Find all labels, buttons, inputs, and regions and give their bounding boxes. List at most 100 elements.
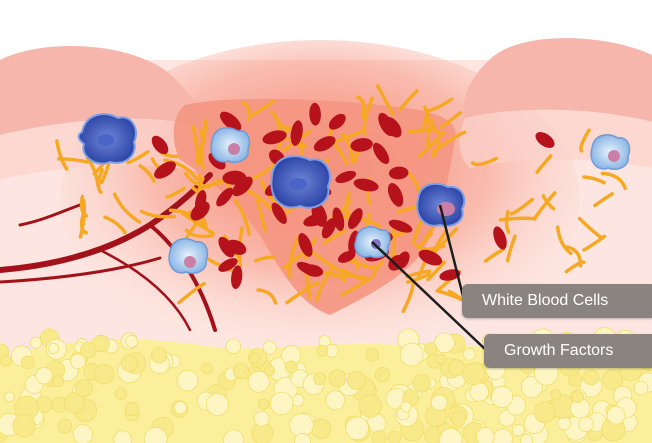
growth-factor-fiber bbox=[285, 281, 321, 305]
growth-factor-fiber bbox=[168, 208, 205, 227]
fat-globule bbox=[80, 342, 97, 359]
fat-globules bbox=[0, 327, 652, 443]
red-blood-cell bbox=[216, 187, 234, 207]
growth-factor-fiber bbox=[425, 97, 454, 113]
growth-factor-fiber bbox=[250, 99, 276, 117]
fat-globule bbox=[310, 418, 332, 440]
fat-globule bbox=[387, 430, 402, 443]
fat-globule bbox=[434, 332, 455, 354]
fat-globule bbox=[29, 336, 42, 349]
red-blood-cell bbox=[347, 208, 363, 230]
fat-globule bbox=[371, 430, 387, 443]
red-blood-cell bbox=[335, 170, 357, 183]
red-blood-cell bbox=[332, 207, 345, 232]
fat-globule bbox=[606, 406, 626, 425]
growth-factor-fiber bbox=[79, 194, 89, 218]
fat-globule bbox=[64, 392, 86, 414]
growth-factor-fiber bbox=[138, 163, 156, 184]
fat-globule bbox=[264, 365, 275, 377]
fat-globule bbox=[358, 394, 382, 418]
fat-globule bbox=[399, 342, 424, 367]
fat-globule bbox=[533, 401, 556, 424]
growth-factor-fiber bbox=[184, 171, 211, 189]
fat-globule bbox=[114, 387, 127, 400]
growth-factor-fiber bbox=[504, 209, 511, 235]
growth-factor-fiber bbox=[255, 199, 268, 234]
growth-factor-fiber bbox=[425, 109, 431, 148]
red-blood-cell bbox=[353, 178, 379, 192]
growth-factor-fiber bbox=[55, 139, 70, 173]
red-blood-cell bbox=[439, 269, 461, 281]
white-blood-cell-7 bbox=[590, 134, 631, 170]
fat-globule bbox=[249, 353, 260, 364]
growth-factor-fiber bbox=[430, 118, 443, 136]
fat-globule bbox=[232, 362, 250, 380]
red-blood-cell bbox=[373, 142, 390, 164]
growth-factor-fiber bbox=[112, 192, 142, 224]
growth-factor-fiber bbox=[482, 247, 505, 264]
fat-globule bbox=[462, 347, 476, 361]
growth-factor-fiber bbox=[405, 272, 432, 284]
fat-globule bbox=[451, 411, 467, 427]
fat-globule bbox=[35, 366, 53, 385]
fat-globule bbox=[72, 424, 93, 443]
fat-globule bbox=[200, 362, 213, 375]
growth-factor-fiber bbox=[253, 255, 276, 263]
growth-factor-fiber bbox=[579, 128, 591, 153]
growth-factor-fiber bbox=[331, 273, 368, 280]
fat-globule bbox=[550, 389, 561, 400]
growth-factor-fiber bbox=[541, 194, 556, 211]
red-blood-cell bbox=[309, 102, 321, 126]
red-blood-cell bbox=[154, 161, 176, 179]
red-blood-cell bbox=[226, 239, 247, 255]
growth-factor-fiber bbox=[332, 141, 349, 166]
growth-factor-fiber bbox=[340, 132, 355, 164]
fat-globule bbox=[124, 401, 139, 416]
growth-factor-fiber bbox=[103, 215, 127, 235]
fat-globule bbox=[439, 428, 463, 443]
fat-globule bbox=[469, 382, 489, 402]
fat-globule bbox=[490, 385, 514, 409]
fat-globule bbox=[3, 391, 15, 403]
growth-factor-fiber bbox=[332, 127, 366, 143]
growth-factor-fiber bbox=[139, 209, 177, 219]
growth-factor-fiber bbox=[535, 154, 553, 175]
growth-factor-fiber bbox=[411, 220, 423, 246]
fat-globule bbox=[151, 347, 168, 364]
red-blood-cell bbox=[535, 132, 555, 148]
growth-factor-fiber bbox=[314, 267, 334, 302]
fat-globule bbox=[633, 380, 649, 396]
growth-factor-fiber bbox=[582, 234, 607, 252]
growth-factor-fiber bbox=[426, 260, 446, 282]
growth-factor-fiber bbox=[191, 124, 200, 166]
red-blood-cell bbox=[290, 120, 303, 146]
skin-edge-left bbox=[0, 46, 201, 135]
growth-factor-fiber bbox=[251, 161, 278, 181]
fat-globule bbox=[57, 418, 73, 434]
fat-globule bbox=[51, 375, 64, 388]
fat-globule bbox=[225, 338, 242, 355]
red-blood-cell bbox=[396, 251, 410, 269]
fat-globule bbox=[578, 416, 594, 433]
growth-factor-fiber bbox=[565, 245, 583, 268]
red-blood-cell bbox=[262, 130, 287, 145]
growth-factor-fiber bbox=[244, 187, 273, 212]
growth-factor-fiber bbox=[198, 128, 205, 165]
growth-factor-fiber bbox=[287, 237, 300, 278]
fat-globule bbox=[143, 427, 168, 443]
red-blood-cell bbox=[190, 201, 210, 221]
fat-globule bbox=[571, 390, 585, 404]
growth-factor-fiber bbox=[372, 259, 385, 277]
fat-globule bbox=[345, 416, 369, 441]
growth-factor-fiber bbox=[240, 101, 251, 122]
fat-globule bbox=[176, 369, 199, 392]
fat-globule bbox=[284, 360, 298, 374]
fat-globule bbox=[262, 340, 277, 355]
growth-factor-fiber bbox=[401, 282, 415, 314]
growth-factor-fiber bbox=[196, 176, 205, 196]
red-blood-cell bbox=[337, 250, 356, 263]
growth-factor-fiber bbox=[398, 89, 419, 112]
fat-globule bbox=[20, 355, 35, 370]
fat-globule bbox=[602, 369, 623, 391]
